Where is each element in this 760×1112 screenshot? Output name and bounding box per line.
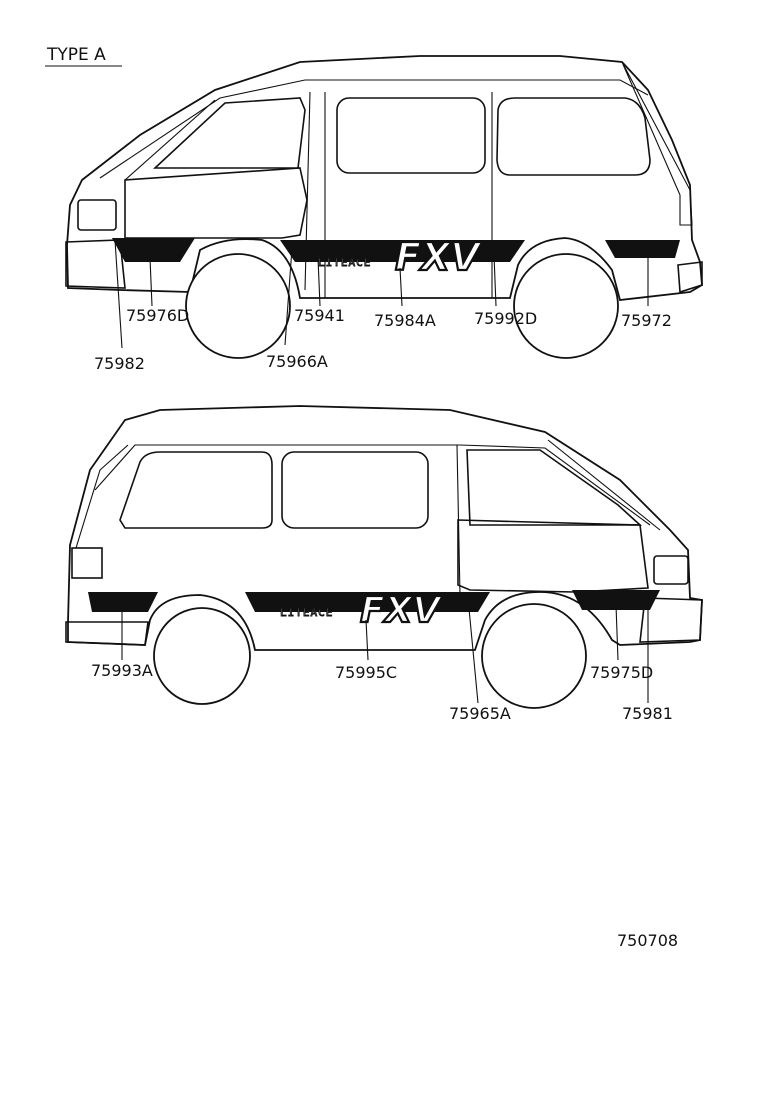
upper-rear-wheel bbox=[513, 253, 619, 359]
part-label-75992D: 75992D bbox=[474, 309, 537, 328]
upper-front-window bbox=[152, 97, 306, 169]
upper-leaders bbox=[114, 239, 649, 349]
part-label-75966A: 75966A bbox=[266, 352, 328, 371]
upper-side-window-2 bbox=[496, 97, 651, 176]
lower-stripe-front bbox=[572, 590, 660, 610]
part-label-75976D: 75976D bbox=[126, 306, 189, 325]
part-label-75981: 75981 bbox=[622, 704, 673, 723]
lower-van: LITEACE FXV bbox=[65, 405, 703, 709]
lower-side-window-1 bbox=[119, 451, 273, 529]
lower-badge: FXV bbox=[360, 590, 443, 631]
lower-headlight bbox=[653, 555, 689, 585]
part-label-75975D: 75975D bbox=[590, 663, 653, 682]
upper-van: LITEACE FXV bbox=[65, 55, 703, 359]
upper-van-body bbox=[66, 55, 703, 301]
diagram-number: 750708 bbox=[617, 931, 678, 950]
lower-front-window bbox=[466, 449, 643, 526]
lower-rear-wheel bbox=[153, 607, 251, 705]
upper-stripe-side bbox=[280, 240, 525, 262]
upper-front-wheel bbox=[185, 253, 291, 359]
part-label-75972: 75972 bbox=[621, 311, 672, 330]
part-label-75965A: 75965A bbox=[449, 704, 511, 723]
upper-decal-text: LITEACE bbox=[318, 256, 371, 269]
lower-taillight bbox=[71, 547, 103, 579]
lower-side-window-2 bbox=[281, 451, 429, 529]
upper-headlight bbox=[77, 199, 117, 231]
part-label-75941: 75941 bbox=[294, 306, 345, 325]
part-label-75984A: 75984A bbox=[374, 311, 436, 330]
diagram-title: TYPE A bbox=[46, 45, 106, 65]
upper-side-window-1 bbox=[336, 97, 486, 174]
lower-stripe-rear bbox=[88, 592, 158, 612]
lower-leaders bbox=[121, 597, 649, 704]
lower-front-wheel bbox=[481, 603, 587, 709]
upper-badge: FXV bbox=[395, 235, 482, 279]
lower-stripe-side bbox=[245, 592, 490, 612]
part-label-75995C: 75995C bbox=[335, 663, 397, 682]
upper-stripe-rear bbox=[605, 240, 680, 258]
part-label-75993A: 75993A bbox=[91, 661, 153, 680]
part-label-75982: 75982 bbox=[94, 354, 145, 373]
upper-stripe-front bbox=[112, 238, 195, 262]
lower-decal-text: LITEACE bbox=[280, 606, 333, 619]
